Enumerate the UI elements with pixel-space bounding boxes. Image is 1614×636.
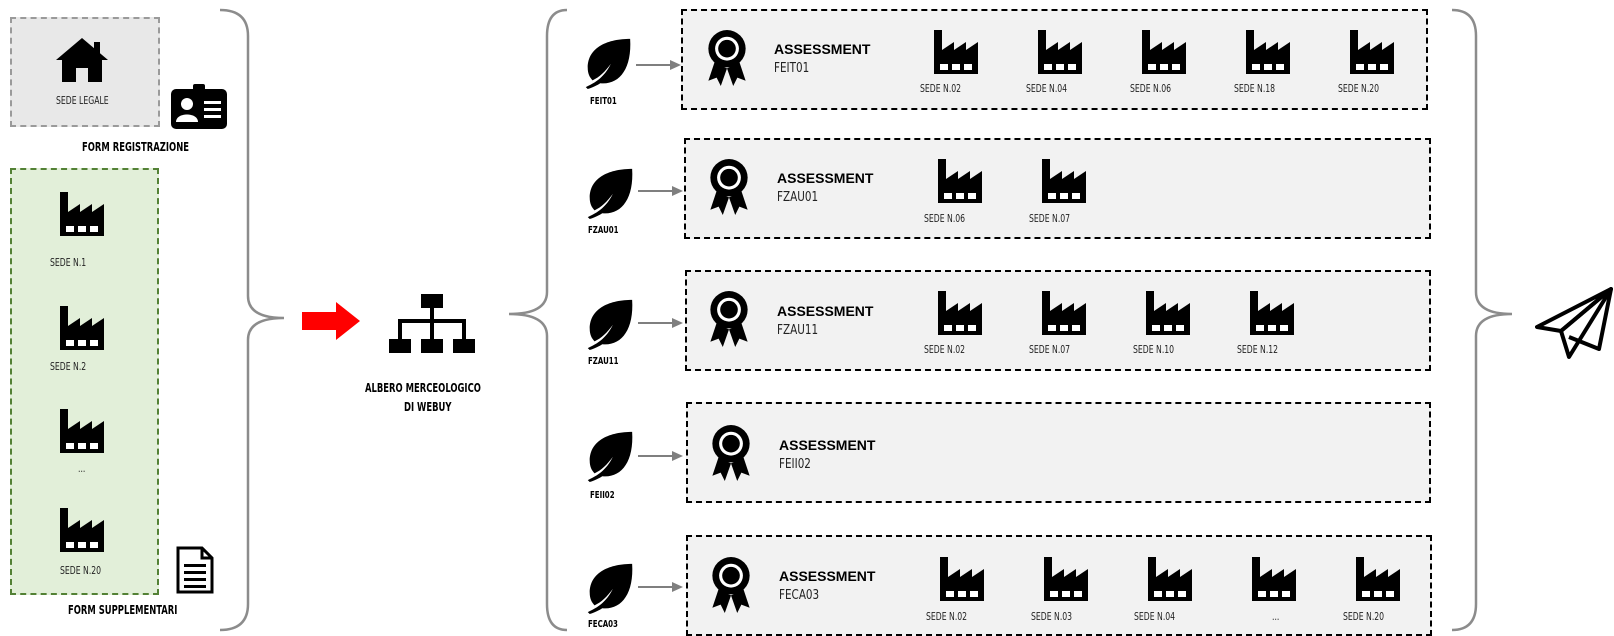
- middle-brace: [505, 6, 575, 634]
- assessment-title: ASSESSMENT: [777, 303, 874, 319]
- assessment-code: FECA03: [779, 588, 820, 603]
- connector-arrow: [638, 451, 684, 461]
- assessment-title: ASSESSMENT: [779, 568, 876, 584]
- sede-label: SEDE N.2: [50, 360, 87, 373]
- award-icon: [708, 158, 750, 216]
- sede-label: SEDE N.18: [1234, 82, 1276, 95]
- leaf-label: FEII02: [590, 490, 615, 501]
- leaf-label: FECA03: [588, 619, 618, 630]
- tree-label-line1: ALBERO MERCEOLOGICO: [365, 381, 481, 395]
- factory-icon: [56, 403, 108, 455]
- award-icon: [710, 424, 752, 482]
- factory-icon: [56, 300, 108, 352]
- factory-icon: [1242, 24, 1294, 76]
- assessment-title: ASSESSMENT: [774, 41, 871, 57]
- leaf-icon: [578, 35, 636, 89]
- sede-label: SEDE N.12: [1237, 343, 1279, 356]
- assessment-title: ASSESSMENT: [777, 170, 874, 186]
- award-icon: [708, 290, 750, 348]
- sede-label: SEDE N.03: [1031, 610, 1073, 623]
- assessment-code: FZAU11: [777, 323, 819, 338]
- factory-icon: [1038, 153, 1090, 205]
- sede-label: SEDE N.02: [926, 610, 968, 623]
- assessment-box: [684, 138, 1431, 239]
- sede-label: SEDE N.07: [1029, 343, 1071, 356]
- sede-label: SEDE N.1: [50, 256, 87, 269]
- award-icon: [710, 556, 752, 614]
- form-registrazione-label: FORM REGISTRAZIONE: [82, 140, 190, 154]
- sede-label: ...: [1272, 610, 1280, 623]
- sede-label: SEDE N.02: [920, 82, 962, 95]
- sede-label: SEDE N.02: [924, 343, 966, 356]
- factory-icon: [1346, 24, 1398, 76]
- award-icon: [706, 29, 748, 87]
- factory-icon: [934, 153, 986, 205]
- sede-legale-box: [10, 17, 160, 127]
- factory-icon: [1038, 285, 1090, 337]
- red-arrow-icon: [302, 302, 362, 340]
- factory-icon: [1138, 24, 1190, 76]
- sede-label: SEDE N.20: [1338, 82, 1380, 95]
- factory-icon: [930, 24, 982, 76]
- factory-icon: [1034, 24, 1086, 76]
- connector-arrow: [638, 582, 684, 592]
- leaf-icon: [580, 428, 638, 482]
- assessment-title: ASSESSMENT: [779, 437, 876, 453]
- connector-arrow: [638, 318, 684, 328]
- leaf-icon: [580, 560, 638, 614]
- leaf-label: FZAU01: [588, 225, 619, 236]
- document-icon: [176, 546, 214, 594]
- leaf-label: FZAU11: [588, 356, 619, 367]
- sede-label: SEDE N.04: [1026, 82, 1068, 95]
- factory-icon: [934, 285, 986, 337]
- leaf-icon: [580, 165, 638, 219]
- assessment-code: FEII02: [779, 457, 811, 472]
- form-supplementari-label: FORM SUPPLEMENTARI: [68, 603, 178, 617]
- factory-icon: [936, 551, 988, 603]
- id-card-icon: [171, 84, 227, 130]
- factory-icon: [1142, 285, 1194, 337]
- factory-icon: [56, 502, 108, 554]
- factory-icon: [1352, 551, 1404, 603]
- form-supplementari-box: [10, 168, 159, 595]
- leaf-label: FEIT01: [590, 96, 617, 107]
- sede-label: SEDE N.06: [924, 212, 966, 225]
- sede-label: SEDE N.04: [1134, 610, 1176, 623]
- left-brace: [210, 6, 290, 634]
- paper-plane-icon: [1535, 287, 1613, 361]
- sede-label: SEDE N.10: [1133, 343, 1175, 356]
- assessment-box: [686, 402, 1431, 503]
- assessment-code: FZAU01: [777, 190, 819, 205]
- leaf-icon: [580, 296, 638, 350]
- factory-icon: [1144, 551, 1196, 603]
- connector-arrow: [638, 186, 684, 196]
- sede-legale-label: SEDE LEGALE: [56, 94, 109, 107]
- sede-label: SEDE N.06: [1130, 82, 1172, 95]
- factory-icon: [1246, 285, 1298, 337]
- house-icon: [54, 36, 110, 84]
- sede-label: ...: [78, 462, 86, 475]
- right-brace: [1446, 6, 1516, 634]
- connector-arrow: [636, 60, 682, 70]
- factory-icon: [1040, 551, 1092, 603]
- factory-icon: [56, 186, 108, 238]
- hierarchy-tree-icon: [389, 292, 475, 362]
- sede-label: SEDE N.20: [60, 564, 102, 577]
- assessment-code: FEIT01: [774, 61, 810, 76]
- sede-label: SEDE N.07: [1029, 212, 1071, 225]
- tree-label-line2: DI WEBUY: [404, 400, 452, 414]
- factory-icon: [1248, 551, 1300, 603]
- sede-label: SEDE N.20: [1343, 610, 1385, 623]
